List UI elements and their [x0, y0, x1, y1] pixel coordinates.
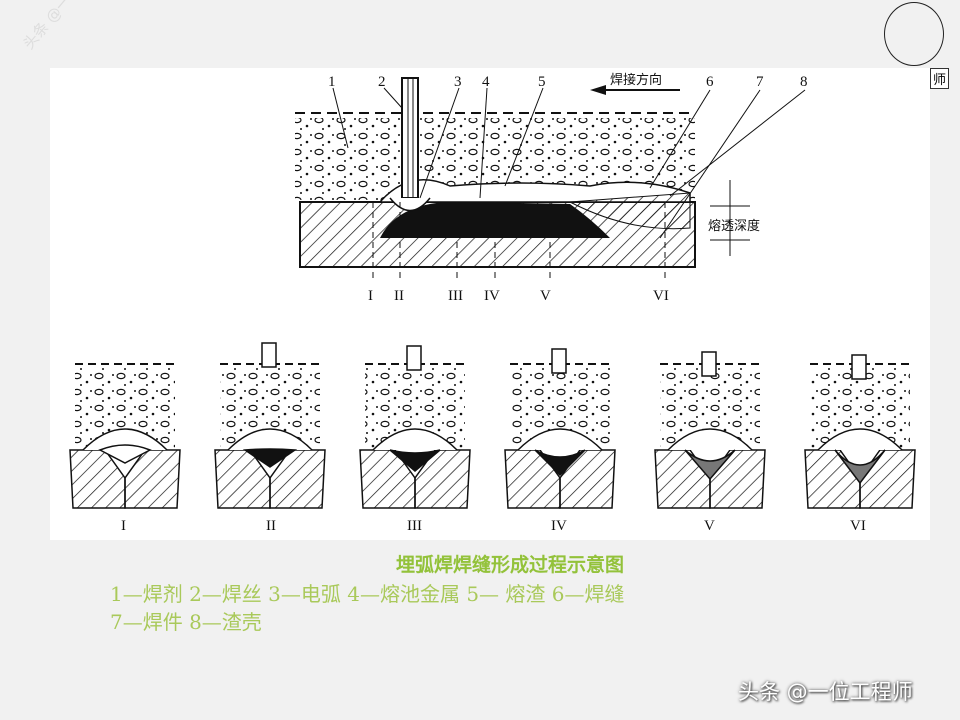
part-number-6: 6	[706, 74, 714, 90]
section-mark: VI	[653, 288, 669, 304]
section-mark: V	[540, 288, 551, 304]
cross-section-label: I	[121, 518, 126, 534]
diagram-figure: 1 2 3 4 5 6 7 8 焊接方向 熔透深度 I II III IV V …	[50, 68, 930, 540]
section-mark: IV	[484, 288, 500, 304]
corner-badge: 师	[930, 68, 950, 89]
cross-section-2	[214, 342, 326, 509]
caption-title: 埋弧焊焊缝形成过程示意图	[395, 554, 624, 576]
longitudinal-section	[295, 77, 806, 278]
part-number-3: 3	[454, 74, 462, 90]
cross-section-label: III	[407, 518, 422, 534]
part-number-7: 7	[756, 74, 764, 90]
section-mark: I	[368, 288, 373, 304]
logo-seal	[884, 2, 944, 66]
welding-diagram: 1 2 3 4 5 6 7 8 焊接方向 熔透深度 I II III IV V …	[69, 72, 916, 534]
cross-section-label: V	[704, 518, 715, 534]
section-mark: III	[448, 288, 463, 304]
cross-section-3	[359, 345, 471, 509]
cross-section-label: VI	[850, 518, 866, 534]
cross-section-5	[654, 351, 766, 509]
cross-section-4	[504, 348, 616, 509]
cross-section-label: IV	[551, 518, 567, 534]
cross-section-1	[69, 363, 181, 509]
cross-section-label: II	[266, 518, 276, 534]
diagonal-watermark: 头条 @一位工程师	[18, 0, 114, 53]
welding-direction-label: 焊接方向	[610, 72, 662, 88]
legend-line-1: 1—焊剂 2—焊丝 3—电弧 4—熔池金属 5— 熔渣 6—焊缝	[110, 582, 625, 606]
part-number-2: 2	[378, 74, 386, 90]
legend-line-2: 7—焊件 8—渣壳	[110, 610, 262, 634]
cross-section-6	[804, 354, 916, 509]
penetration-depth-label: 熔透深度	[708, 218, 760, 234]
part-number-8: 8	[800, 74, 808, 90]
part-number-5: 5	[538, 74, 546, 90]
part-number-4: 4	[482, 74, 490, 90]
section-mark: II	[394, 288, 404, 304]
cross-sections	[69, 342, 916, 509]
part-number-1: 1	[328, 74, 336, 90]
watermark: 头条 @一位工程师	[738, 680, 913, 704]
